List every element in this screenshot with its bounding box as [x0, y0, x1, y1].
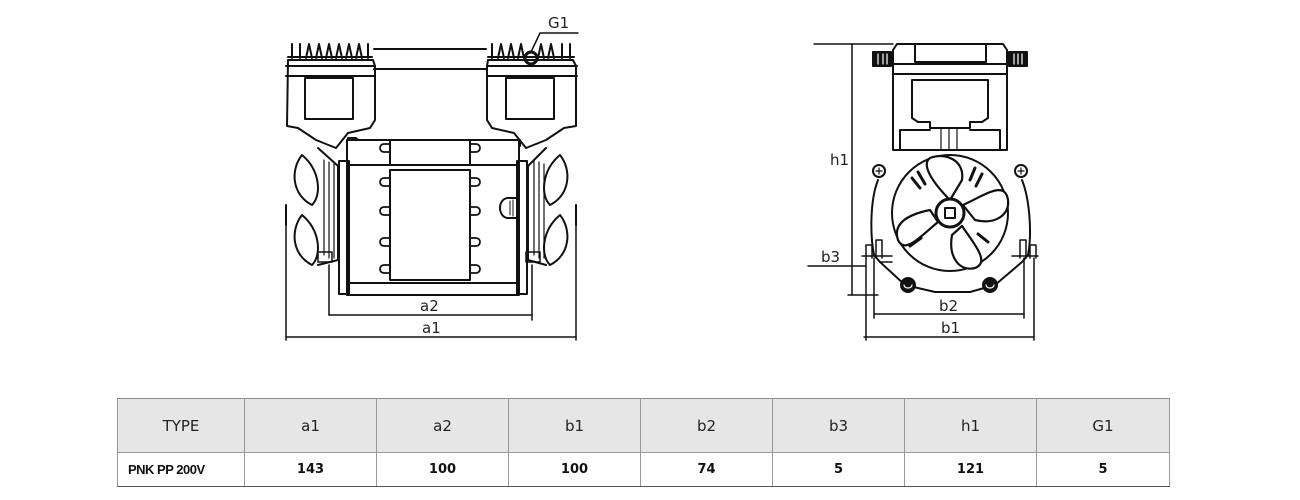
header-h1: h1 [904, 398, 1037, 453]
right-cylinder-head [486, 59, 577, 149]
label-b1: b1 [941, 319, 960, 337]
label-g1: G1 [548, 14, 569, 32]
label-b2: b2 [939, 297, 958, 315]
label-b3: b3 [821, 248, 840, 266]
left-cylinder-head [286, 59, 376, 149]
side-head [892, 43, 1008, 151]
cell-a2: 100 [376, 452, 509, 487]
label-h1: h1 [830, 151, 849, 169]
cell-b2: 74 [640, 452, 773, 487]
cell-a1: 143 [244, 452, 377, 487]
right-head-fins [487, 43, 575, 59]
header-type: TYPE [117, 398, 245, 453]
table-header-row: TYPE a1 a2 b1 b2 b3 h1 G1 [117, 398, 1170, 453]
cell-h1: 121 [904, 452, 1037, 487]
left-bolt [872, 51, 892, 67]
left-head-fins [287, 43, 373, 59]
label-a2: a2 [420, 297, 439, 315]
header-b3: b3 [772, 398, 905, 453]
side-knob [499, 197, 518, 219]
header-b1: b1 [508, 398, 641, 453]
side-view [807, 43, 1039, 341]
left-fan [285, 147, 339, 341]
right-fan [525, 147, 577, 341]
front-view [285, 32, 579, 341]
fan-hub [934, 197, 966, 229]
winding-loops [379, 143, 481, 274]
header-b2: b2 [640, 398, 773, 453]
motor-frame [338, 137, 528, 296]
header-a1: a1 [244, 398, 377, 453]
fan-housing [870, 179, 1031, 293]
label-a1: a1 [422, 319, 441, 337]
side-dimensions [807, 43, 1035, 341]
front-dimensions [285, 264, 577, 338]
technical-drawing: G1 a2 a1 h1 b3 b2 b1 [285, 14, 1039, 341]
cell-g1: 5 [1036, 452, 1170, 487]
table-row: PNK PP 200V 143 100 100 74 5 121 5 [117, 452, 1170, 487]
fan-blades [895, 154, 1010, 270]
spec-table: TYPE a1 a2 b1 b2 b3 h1 G1 PNK PP 200V 14… [117, 398, 1170, 487]
cell-type: PNK PP 200V [117, 452, 245, 487]
cell-b1: 100 [508, 452, 641, 487]
cell-b3: 5 [772, 452, 905, 487]
screws [872, 164, 1028, 293]
header-a2: a2 [376, 398, 509, 453]
feet [861, 239, 1039, 259]
header-g1: G1 [1036, 398, 1170, 453]
